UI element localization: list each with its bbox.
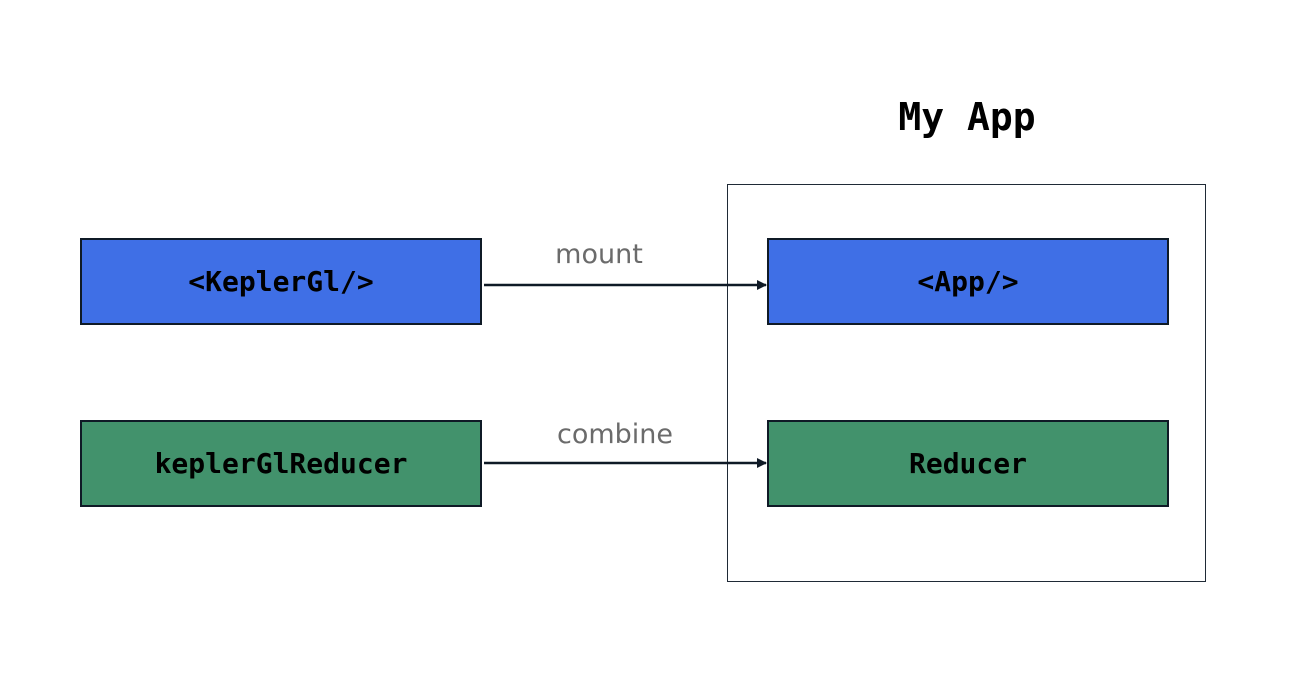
- my-app-container: [727, 184, 1206, 582]
- my-app-title: My App: [898, 95, 1036, 139]
- app-component-label: <App/>: [917, 265, 1019, 298]
- mount-edge-label: mount: [555, 239, 643, 270]
- keplergl-component-node: <KeplerGl/>: [80, 238, 482, 325]
- keplergl-reducer-node: keplerGlReducer: [80, 420, 482, 507]
- app-component-node: <App/>: [767, 238, 1169, 325]
- reducer-label: Reducer: [908, 447, 1027, 480]
- keplergl-component-label: <KeplerGl/>: [188, 265, 374, 298]
- reducer-node: Reducer: [767, 420, 1169, 507]
- combine-edge-label: combine: [556, 419, 674, 450]
- keplergl-reducer-label: keplerGlReducer: [154, 447, 408, 480]
